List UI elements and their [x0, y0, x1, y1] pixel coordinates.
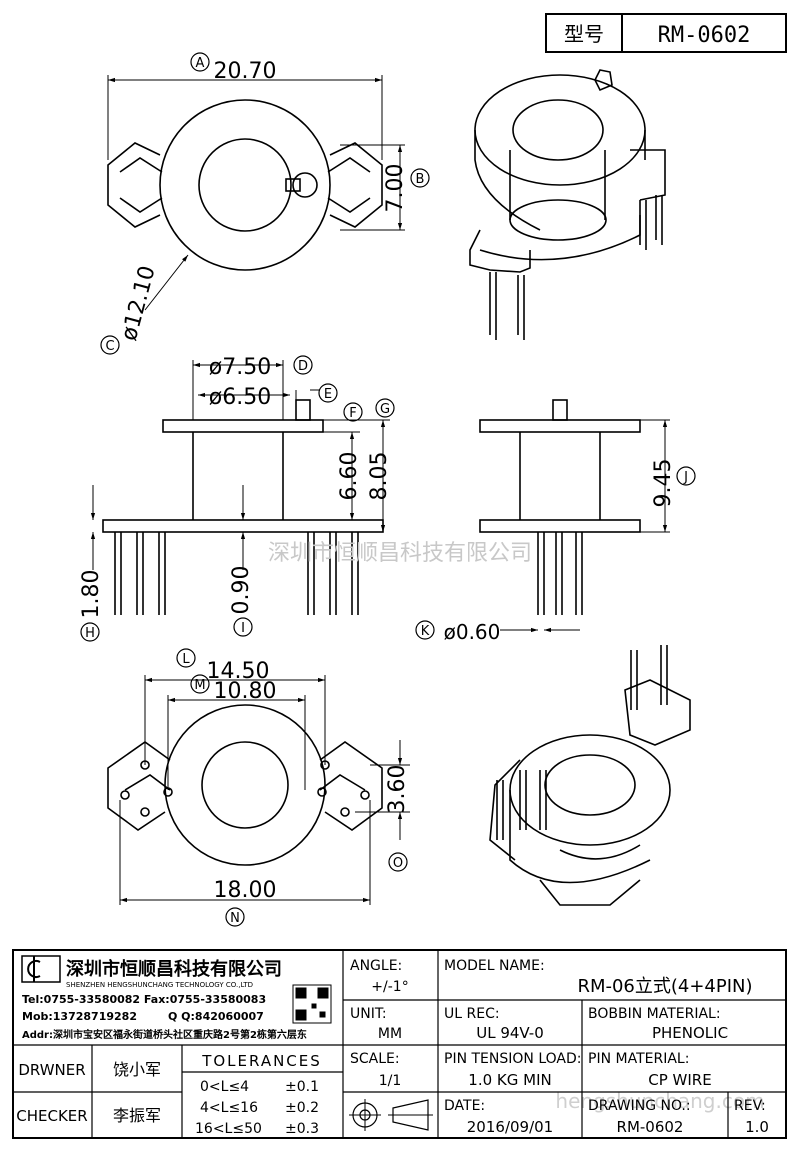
tolerances-label: TOLERANCES	[201, 1052, 322, 1070]
date-value: 2016/09/01	[467, 1118, 553, 1136]
dim-b-value: 7.00	[383, 164, 408, 213]
dim-a-value: 20.70	[214, 59, 277, 84]
company-name-en: SHENZHEN HENGSHUNCHANG TECHNOLOGY CO.,LT…	[66, 981, 253, 989]
dim-n-value: 18.00	[214, 878, 277, 903]
ul-value: UL 94V-0	[476, 1024, 544, 1042]
scale-label: SCALE:	[350, 1051, 400, 1067]
dim-c-letter: C	[105, 339, 114, 354]
dim-b-letter: B	[416, 172, 425, 187]
side-view-labels: 9.45 J K ø0.60	[415, 459, 696, 644]
dim-k-letter: K	[421, 624, 430, 639]
dim-l-value: 14.50	[207, 659, 270, 684]
iso-view-top	[469, 69, 666, 340]
dim-k-value: ø0.60	[444, 620, 501, 644]
top-view	[107, 75, 405, 311]
dim-h-value: 1.80	[79, 570, 104, 619]
angle-label: ANGLE:	[350, 958, 402, 974]
bottom-view	[107, 675, 410, 905]
model-name-label: MODEL NAME:	[444, 958, 545, 974]
dim-c-value: ø12.10	[117, 263, 161, 343]
unit-label: UNIT:	[350, 1006, 387, 1022]
header-box: 型号 RM-0602	[545, 13, 787, 53]
company-name-cn: 深圳市恒顺昌科技有限公司	[66, 958, 282, 980]
company-mob: Mob:13728719282	[22, 1010, 137, 1023]
dim-j-letter: J	[683, 470, 688, 485]
dim-d-value: ø7.50	[209, 355, 271, 380]
tol3-value: ±0.3	[285, 1121, 319, 1137]
front-view	[90, 360, 390, 615]
dim-i-value: 0.90	[229, 566, 254, 615]
dim-o-value: 3.60	[385, 765, 410, 814]
tol2-range: 4<L≤16	[200, 1100, 258, 1116]
company-tel: Tel:0755-33580082 Fax:0755-33580083	[22, 993, 266, 1006]
dim-l-letter: L	[182, 652, 190, 667]
unit-value: MM	[378, 1026, 402, 1042]
dim-f-letter: F	[349, 406, 356, 421]
angle-value: +/-1°	[371, 979, 408, 995]
date-label: DATE:	[444, 1098, 485, 1114]
tension-label: PIN TENSION LOAD:	[444, 1051, 581, 1067]
dim-g-letter: G	[380, 402, 390, 417]
drawer-value: 饶小军	[113, 1060, 161, 1079]
model-name-value: RM-06立式(4+4PIN)	[577, 976, 752, 997]
dim-j-value: 9.45	[651, 459, 676, 508]
bottom-view-labels: L 14.50 M 10.80 18.00 N 3.60 O	[176, 648, 410, 927]
rev-label: REV:	[734, 1098, 766, 1114]
dim-e-letter: E	[324, 387, 332, 402]
title-block-text: 深圳市恒顺昌科技有限公司 SHENZHEN HENGSHUNCHANG TECH…	[16, 958, 769, 1137]
tol2-value: ±0.2	[285, 1100, 319, 1116]
top-view-labels: A 20.70 B 7.00 C ø12.10	[100, 52, 430, 355]
bobbin-label: BOBBIN MATERIAL:	[588, 1006, 721, 1022]
drawing-no-label: DRAWING NO.:	[588, 1098, 691, 1114]
dim-m-value: 10.80	[214, 679, 277, 704]
iso-view-bottom	[489, 645, 691, 906]
header-type-label: 型号	[564, 22, 604, 46]
pin-material-label: PIN MATERIAL:	[588, 1051, 689, 1067]
watermark-website: hengshunchang.com	[555, 1089, 764, 1113]
dim-n-letter: N	[230, 911, 240, 926]
header-model-code: RM-0602	[658, 23, 751, 48]
checker-label: CHECKER	[16, 1107, 87, 1125]
side-view	[479, 399, 670, 633]
title-block-grid	[12, 949, 787, 1139]
rev-value: 1.0	[745, 1118, 769, 1136]
dim-g-value: 8.05	[367, 452, 392, 501]
pin-material-value: CP WIRE	[648, 1071, 711, 1089]
dim-m-letter: M	[194, 678, 205, 693]
bobbin-value: PHENOLIC	[652, 1024, 728, 1042]
dim-i-letter: I	[241, 621, 245, 636]
company-addr: Addr:深圳市宝安区福永街道桥头社区重庆路2号第2栋第六层东	[22, 1028, 307, 1041]
dim-o-letter: O	[393, 856, 403, 871]
dim-d-letter: D	[298, 359, 308, 374]
dim-e-value: ø6.50	[209, 385, 271, 410]
ul-label: UL REC:	[444, 1006, 500, 1022]
front-view-labels: ø7.50 D ø6.50 E F 6.60 G 8.05 1.80 H 0.9…	[79, 355, 395, 642]
watermark-company: 深圳市恒顺昌科技有限公司	[268, 541, 532, 566]
tol1-value: ±0.1	[285, 1079, 319, 1095]
tol3-range: 16<L≤50	[195, 1121, 262, 1137]
dim-f-value: 6.60	[337, 452, 362, 501]
drawing-no-value: RM-0602	[617, 1118, 684, 1136]
dim-h-letter: H	[85, 626, 95, 641]
dim-a-letter: A	[196, 56, 205, 71]
scale-value: 1/1	[379, 1073, 402, 1089]
tension-value: 1.0 KG MIN	[468, 1071, 551, 1089]
company-qq: Q Q:842060007	[168, 1010, 264, 1023]
drawer-label: DRWNER	[18, 1061, 85, 1079]
checker-value: 李振军	[113, 1106, 161, 1125]
tol1-range: 0<L≤4	[200, 1079, 249, 1095]
